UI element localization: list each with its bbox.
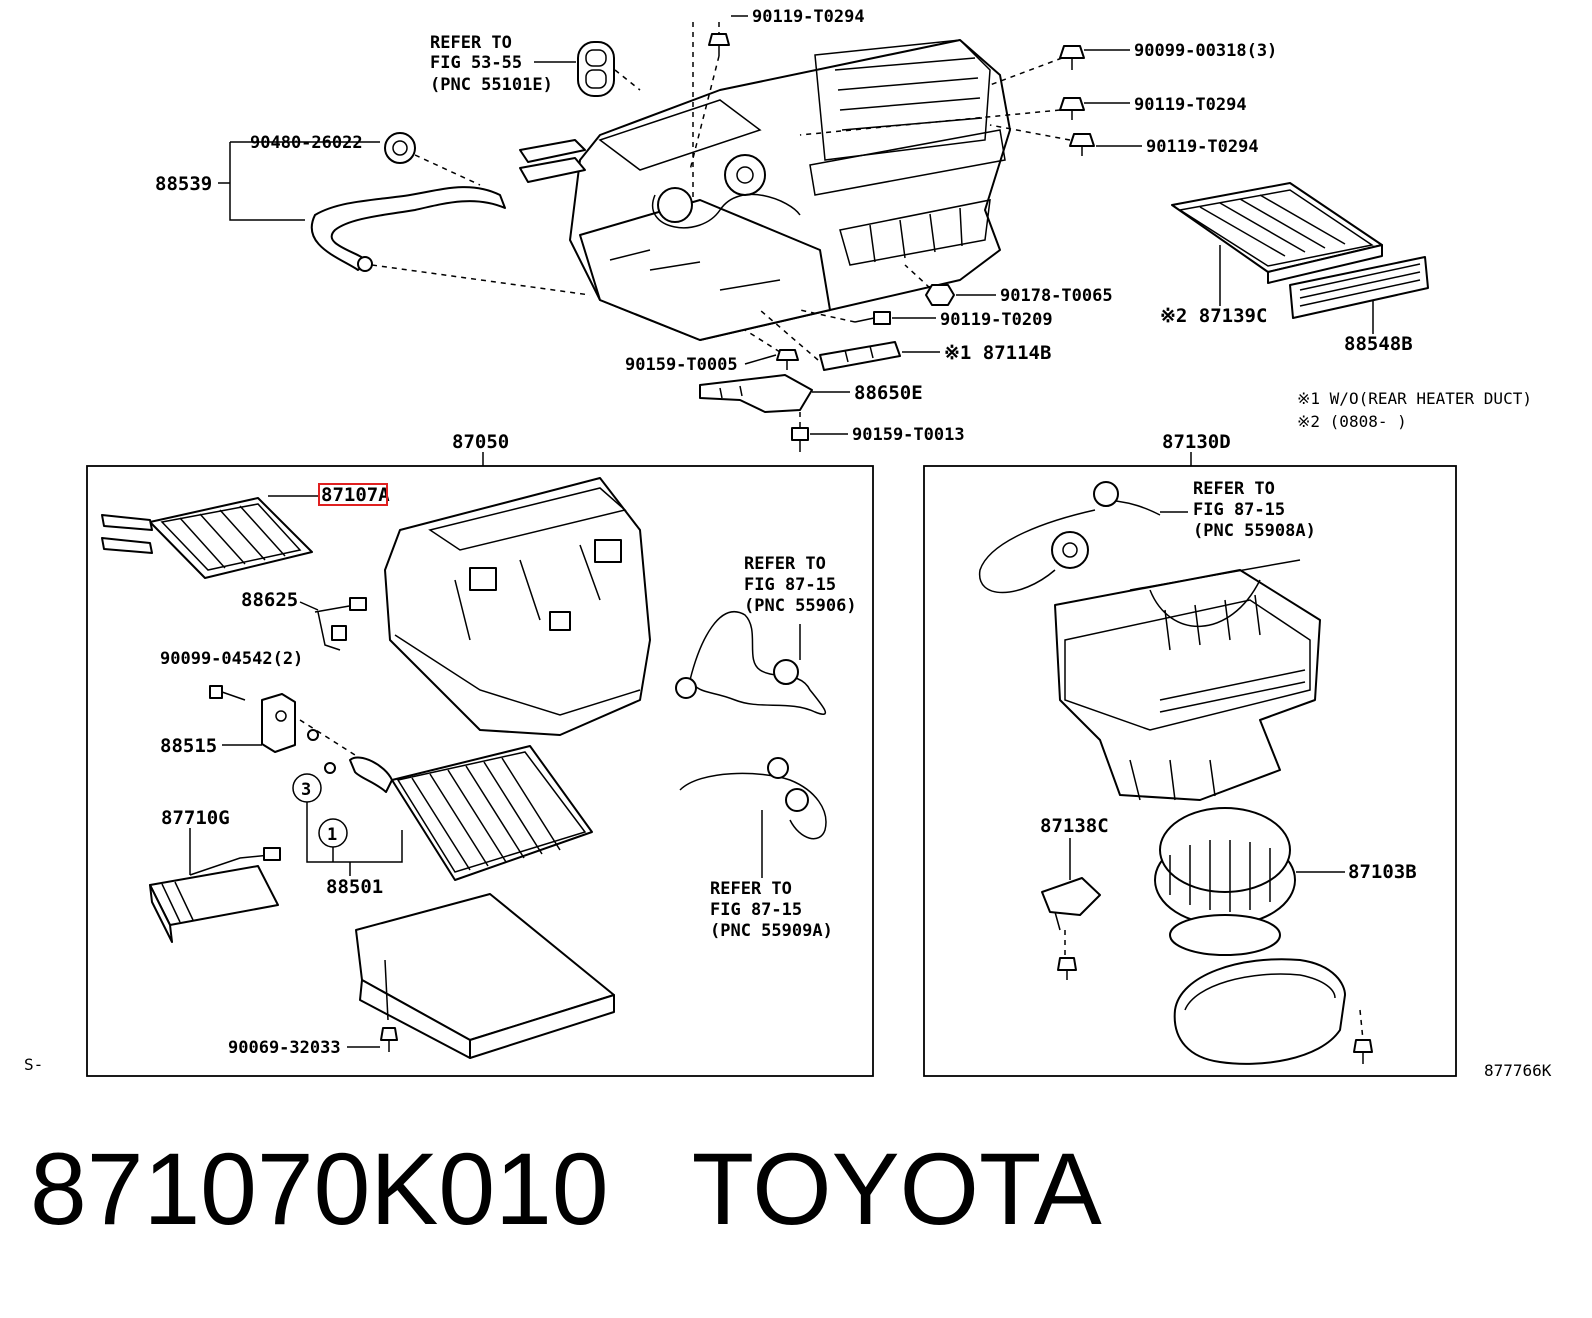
part-90099-04542: 90099-04542(2) xyxy=(160,649,303,669)
part-90119-t0294-top: 90119-T0294 xyxy=(752,7,865,27)
part-90099-00318: 90099-00318(3) xyxy=(1134,41,1277,61)
part-90159-t0013: 90159-T0013 xyxy=(852,425,965,445)
hvac-unit-assembly xyxy=(519,39,1011,341)
part-87103b: 87103B xyxy=(1348,861,1417,883)
case-part-lower xyxy=(355,893,615,1059)
valve-part-88515 xyxy=(261,693,336,774)
part-90119-t0294-right-a: 90119-T0294 xyxy=(1134,95,1247,115)
refer-53-55-line-1: REFER TO xyxy=(430,33,512,53)
part-88515: 88515 xyxy=(160,735,217,757)
bolt-icon xyxy=(1069,133,1095,156)
note-1: ※1 W/O(REAR HEATER DUCT) xyxy=(1297,389,1532,408)
screw-icon xyxy=(380,1027,398,1052)
corner-left-text: S- xyxy=(24,1055,43,1074)
refer-53-55-line-3: (PNC 55101E) xyxy=(430,75,553,95)
refer-87-15-a-line-1: REFER TO xyxy=(744,554,826,574)
screw-icon xyxy=(1353,1039,1373,1064)
caption: 871070K010 TOYOTA xyxy=(30,1138,1102,1240)
part-90480-26022: 90480-26022 xyxy=(250,133,363,153)
filter-part-87710g xyxy=(149,847,281,943)
part-88539: 88539 xyxy=(155,173,212,195)
part-88650e: 88650E xyxy=(854,382,923,404)
hose-part-88539 xyxy=(310,132,591,296)
seal-part-55101e xyxy=(577,41,641,97)
part-90119-t0294-right-b: 90119-T0294 xyxy=(1146,137,1259,157)
blower-unit-part-87130d xyxy=(1054,559,1321,801)
refer-87-15-c-line-2: FIG 87-15 xyxy=(1193,500,1285,520)
refer-87-15-b-line-1: REFER TO xyxy=(710,879,792,899)
group-frame-87130d xyxy=(923,465,1457,1077)
harness-part-55909a xyxy=(679,757,827,840)
refer-87-15-a-line-2: FIG 87-15 xyxy=(744,575,836,595)
refer-87-15-b-line-2: FIG 87-15 xyxy=(710,900,802,920)
callout-1: 1 xyxy=(327,825,337,845)
refer-87-15-b-line-3: (PNC 55909A) xyxy=(710,921,833,941)
refer-87-15-c-line-3: (PNC 55908A) xyxy=(1193,521,1316,541)
highlight-box xyxy=(318,483,388,506)
part-87107a: 87107A xyxy=(321,484,390,506)
refer-53-55-line-2: FIG 53-55 xyxy=(430,53,522,73)
part-87114b: ※1 87114B xyxy=(944,342,1051,364)
part-90119-t0209: 90119-T0209 xyxy=(940,310,1053,330)
evaporator-part-88501 xyxy=(349,745,593,881)
bracket-part-87114b xyxy=(819,341,901,371)
screw-icon xyxy=(1057,957,1077,980)
heater-core-part-87107a xyxy=(101,497,313,579)
refer-87-15-a-line-3: (PNC 55906) xyxy=(744,596,857,616)
screw-icon xyxy=(854,311,891,325)
cover-part-88548b xyxy=(1289,256,1429,319)
blower-fan-part-87103b xyxy=(1154,807,1296,956)
part-88501: 88501 xyxy=(326,876,383,898)
screw-icon xyxy=(776,349,799,370)
screw-icon xyxy=(791,427,809,452)
part-87050: 87050 xyxy=(452,431,509,453)
bolt-icon xyxy=(1059,45,1085,70)
group-frame-87050 xyxy=(86,465,874,1077)
screw-icon xyxy=(689,22,730,171)
nut-icon xyxy=(925,284,955,306)
filter-part-87139c xyxy=(1171,182,1383,284)
part-87139c: ※2 87139C xyxy=(1160,305,1267,327)
part-87710g: 87710G xyxy=(161,807,230,829)
part-87138c: 87138C xyxy=(1040,815,1109,837)
duct-part-88650e xyxy=(699,374,813,413)
blower-housing-part-lower xyxy=(1173,958,1346,1065)
caption-brand: TOYOTA xyxy=(691,1132,1102,1246)
part-90178-t0065: 90178-T0065 xyxy=(1000,286,1113,306)
part-87130d: 87130D xyxy=(1162,431,1231,453)
diagram-code: 877766K xyxy=(1484,1061,1552,1080)
caption-part-number: 871070K010 xyxy=(30,1132,609,1246)
resistor-part-87138c xyxy=(1041,877,1101,931)
callout-3: 3 xyxy=(301,780,311,800)
parts-diagram: REFER TO FIG 53-55 (PNC 55101E) 90119-T0… xyxy=(24,7,1552,1080)
refer-87-15-c-line-1: REFER TO xyxy=(1193,479,1275,499)
note-2: ※2 (0808- ) xyxy=(1297,412,1407,431)
harness-part-55906 xyxy=(675,611,827,715)
bolt-icon xyxy=(209,685,246,701)
part-90069-32033: 90069-32033 xyxy=(228,1038,341,1058)
harness-part-55908a xyxy=(979,481,1161,594)
hvac-unit-part-87050 xyxy=(384,477,651,736)
part-90159-t0005: 90159-T0005 xyxy=(625,355,738,375)
part-88625: 88625 xyxy=(241,589,298,611)
wire-part-88625 xyxy=(314,597,367,651)
part-88548b: 88548B xyxy=(1344,333,1413,355)
bolt-icon xyxy=(1059,97,1085,120)
